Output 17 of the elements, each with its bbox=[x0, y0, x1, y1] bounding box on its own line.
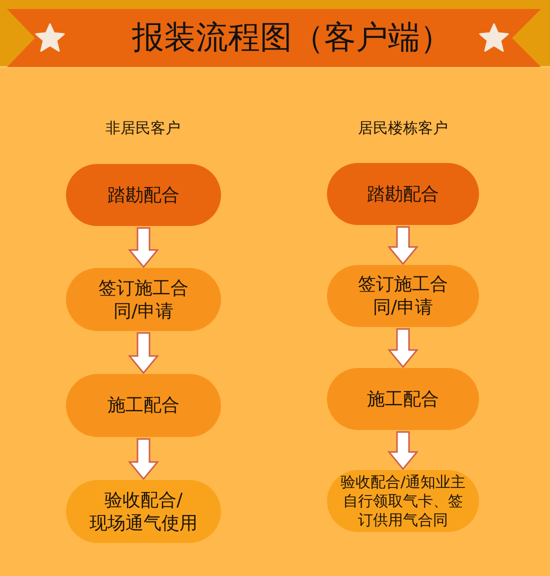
step-text: 签订施工合同/申请 bbox=[357, 273, 449, 319]
step-text: 验收配合/通知业主自行领取气卡、签订供用气合同 bbox=[339, 472, 467, 530]
diagram-title: 报装流程图（客户端） bbox=[132, 17, 452, 57]
step-text: 施工配合 bbox=[106, 394, 180, 417]
column-heading: 非居民客户 bbox=[106, 118, 180, 138]
block-arrow bbox=[387, 328, 419, 368]
step-text: 验收配合/现场通气使用 bbox=[88, 488, 198, 534]
step-text: 签订施工合同/申请 bbox=[98, 276, 190, 322]
step-text: 施工配合 bbox=[366, 388, 440, 410]
block-arrow bbox=[128, 332, 160, 374]
step-text: 踏勘配合 bbox=[366, 182, 440, 206]
block-arrow bbox=[128, 438, 160, 480]
block-arrow bbox=[128, 227, 160, 268]
step-text: 踏勘配合 bbox=[106, 184, 180, 206]
block-arrow bbox=[387, 431, 419, 470]
column-heading: 居民楼栋客户 bbox=[358, 118, 448, 138]
block-arrow bbox=[387, 226, 419, 265]
